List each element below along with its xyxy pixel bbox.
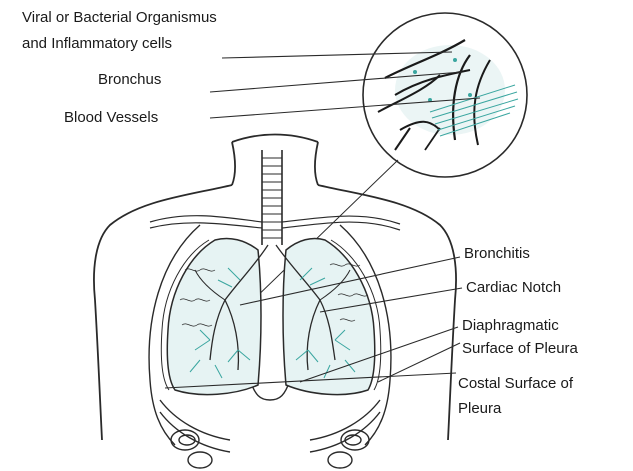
label-organisms-line2: and Inflammatory cells bbox=[22, 34, 172, 53]
left-lung bbox=[161, 238, 261, 394]
label-costal-line2: Pleura bbox=[458, 399, 501, 418]
magnified-inset bbox=[363, 13, 527, 177]
trachea bbox=[262, 150, 282, 245]
torso-outline bbox=[94, 135, 456, 441]
clavicles bbox=[150, 216, 400, 230]
label-bronchitis: Bronchitis bbox=[464, 244, 530, 263]
label-organisms-line1: Viral or Bacterial Organismus bbox=[22, 8, 217, 27]
label-bronchus: Bronchus bbox=[98, 70, 161, 89]
label-cardiac-notch: Cardiac Notch bbox=[466, 278, 561, 297]
label-blood-vessels: Blood Vessels bbox=[64, 108, 158, 127]
label-costal-line1: Costal Surface of bbox=[458, 374, 573, 393]
label-diaphragmatic-line1: Diaphragmatic bbox=[462, 316, 559, 335]
label-diaphragmatic-line2: Surface of Pleura bbox=[462, 339, 578, 358]
